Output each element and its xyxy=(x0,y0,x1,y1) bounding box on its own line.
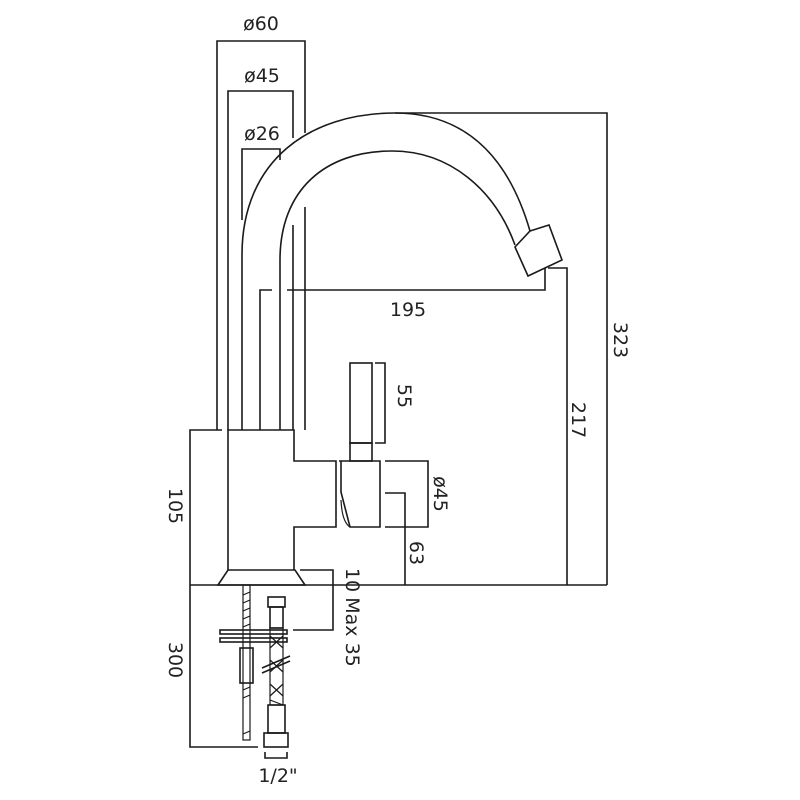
fixing-nut xyxy=(239,647,254,684)
dim-label-hose-length: 300 xyxy=(164,642,186,678)
dim-label-flange: 10 xyxy=(341,568,363,592)
dim-lever-length: 55 xyxy=(375,362,415,444)
threaded-rod xyxy=(242,584,251,741)
dim-spout-height: 217 xyxy=(548,267,589,585)
dim-label-body-height: 105 xyxy=(164,488,186,524)
washer xyxy=(219,629,288,635)
dim-label-dia-45-lever: ø45 xyxy=(429,476,451,512)
dim-label-lever-height: 63 xyxy=(405,541,427,565)
lever-housing xyxy=(339,460,381,528)
dim-label-dia-60: ø60 xyxy=(243,13,279,35)
dim-label-reach: 195 xyxy=(390,299,426,321)
dim-body-height: 105 xyxy=(164,429,222,585)
dim-label-connector: 1/2" xyxy=(258,765,297,787)
washer xyxy=(219,637,288,643)
dim-total-height: 323 xyxy=(395,112,631,585)
lever-stem xyxy=(349,442,373,462)
spout xyxy=(241,112,564,430)
dim-dia-26: ø26 xyxy=(241,123,281,220)
dim-deck-thickness: 10 Max 35 xyxy=(293,568,363,667)
dim-label-lever-length: 55 xyxy=(393,384,415,408)
dim-label-dia-45-top: ø45 xyxy=(244,65,280,87)
connector-nut xyxy=(263,732,289,748)
break-lines xyxy=(261,655,291,674)
fixing-kit xyxy=(219,584,288,741)
dim-label-spout-height: 217 xyxy=(567,402,589,438)
dim-dia-45-top: ø45 xyxy=(227,65,294,430)
dim-label-total-height: 323 xyxy=(609,322,631,358)
dim-label-max-deck: Max 35 xyxy=(341,597,363,667)
dim-dia-60: ø60 xyxy=(216,13,306,430)
dim-reach: 195 xyxy=(259,268,546,430)
dim-dia-45-lever: ø45 xyxy=(385,460,451,528)
dim-connector: 1/2" xyxy=(258,752,298,787)
dim-label-dia-26: ø26 xyxy=(244,123,280,145)
hose-connector-nut xyxy=(267,596,286,608)
dim-lever-height: 63 xyxy=(385,492,427,585)
flexible-hose xyxy=(261,596,291,748)
lever-handle xyxy=(349,362,373,444)
base-flange xyxy=(216,569,307,586)
dim-hose-length: 300 xyxy=(164,585,258,748)
